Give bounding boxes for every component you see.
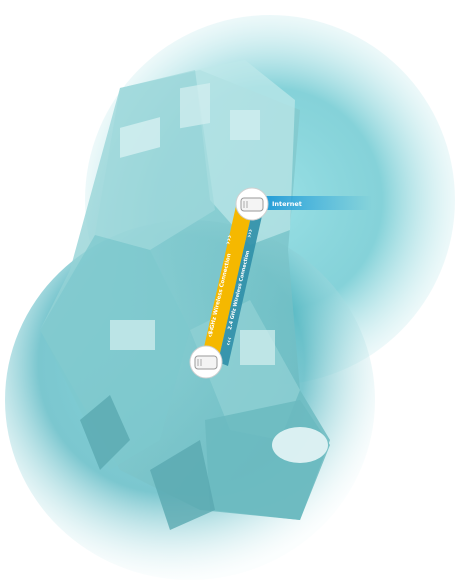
internet-connection: Internet bbox=[262, 196, 372, 210]
satellite-node-icon bbox=[190, 346, 222, 378]
internet-label: Internet bbox=[272, 200, 302, 208]
primary-node-icon bbox=[236, 188, 268, 220]
